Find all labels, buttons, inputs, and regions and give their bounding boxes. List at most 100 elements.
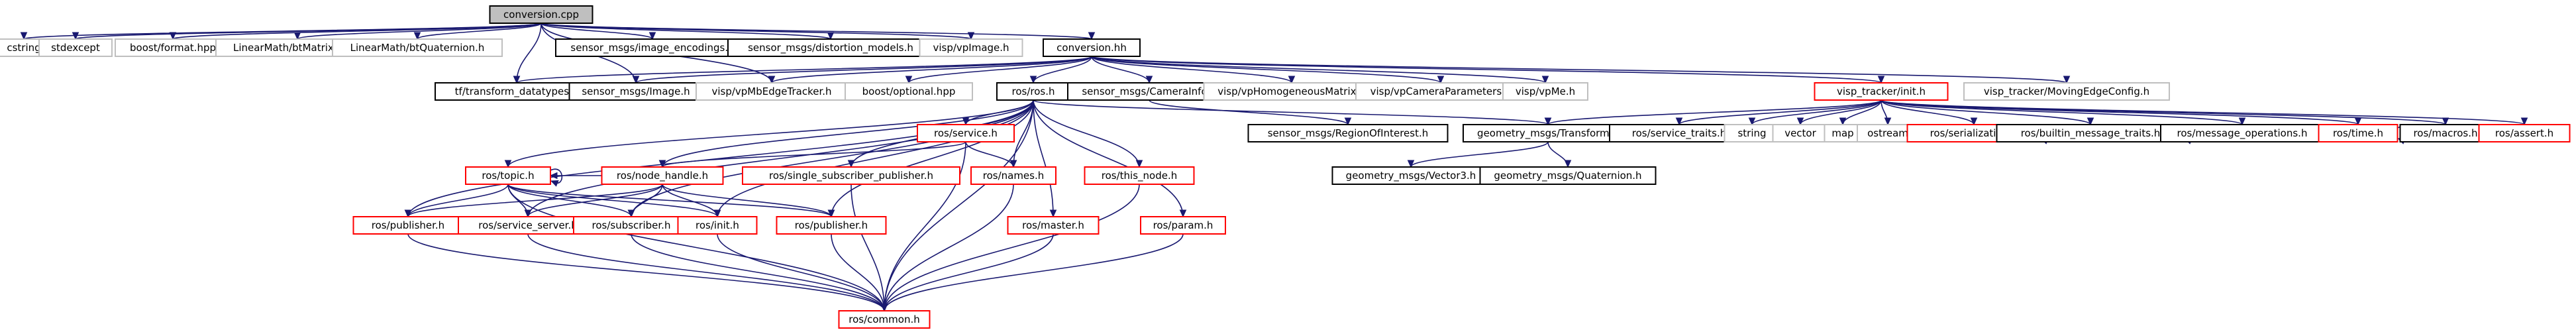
edge-visp_tracker_init-to-geom_transform xyxy=(1544,99,1882,126)
node-visp_tracker_init[interactable]: visp_tracker/init.h xyxy=(1814,82,1949,101)
node-conversion_hh[interactable]: conversion.hh xyxy=(1043,38,1141,57)
node-builtin_message_traits[interactable]: ros/builtin_message_traits.h xyxy=(1996,124,2185,142)
node-string[interactable]: string xyxy=(1724,124,1780,142)
node-label: ros/init.h xyxy=(696,219,739,231)
node-ros_names[interactable]: ros/names.h xyxy=(970,166,1056,185)
edge-line xyxy=(407,184,663,217)
node-subscriber[interactable]: ros/subscriber.h xyxy=(573,216,690,235)
node-conversion_cpp[interactable]: conversion.cpp xyxy=(489,5,593,24)
node-box xyxy=(996,82,1070,101)
edge-line xyxy=(631,99,1034,217)
node-label: ros/master.h xyxy=(1022,219,1084,231)
edge-conversion_hh-to-boost_optional xyxy=(905,56,1092,84)
node-sensor_image[interactable]: sensor_msgs/Image.h xyxy=(568,82,703,101)
edge-node_handle-to-service_server xyxy=(524,184,663,218)
node-vpMe[interactable]: visp/vpMe.h xyxy=(1502,82,1588,101)
edge-line xyxy=(908,56,1092,84)
node-publisher_b[interactable]: ros/publisher.h xyxy=(776,216,887,235)
node-region_of_interest[interactable]: sensor_msgs/RegionOfInterest.h xyxy=(1247,124,1449,142)
node-box xyxy=(2160,124,2324,142)
edge-conversion_cpp-to-vpImage xyxy=(541,23,975,40)
node-box xyxy=(573,216,690,235)
node-ros_init[interactable]: ros/init.h xyxy=(677,216,758,235)
node-this_node[interactable]: ros/this_node.h xyxy=(1084,166,1195,185)
node-geom_vector3[interactable]: geometry_msgs/Vector3.h xyxy=(1331,166,1490,185)
edge-line xyxy=(1033,99,1184,217)
edge-ros_h-to-geom_transform xyxy=(1033,99,1552,126)
node-label: visp_tracker/MovingEdgeConfig.h xyxy=(1984,85,2149,98)
node-ros_time[interactable]: ros/time.h xyxy=(2318,124,2398,142)
node-moving_edge_config[interactable]: visp_tracker/MovingEdgeConfig.h xyxy=(1963,82,2170,101)
edge-arrowhead xyxy=(1877,76,1885,84)
node-label: visp/vpImage.h xyxy=(933,42,1009,54)
edge-line xyxy=(1410,141,1549,168)
node-distortion_models[interactable]: sensor_msgs/distortion_models.h xyxy=(727,38,934,57)
node-label: ros/builtin_message_traits.h xyxy=(2021,127,2161,140)
node-stdexcept[interactable]: stdexcept xyxy=(38,38,113,57)
edge-line xyxy=(884,184,1140,311)
edge-ros_h-to-this_node xyxy=(1033,99,1143,168)
node-geom_quaternion[interactable]: geometry_msgs/Quaternion.h xyxy=(1479,166,1657,185)
node-geom_transform[interactable]: geometry_msgs/Transform.h xyxy=(1463,124,1633,142)
node-ros_topic[interactable]: ros/topic.h xyxy=(465,166,551,185)
edge-arrowhead xyxy=(1049,209,1057,218)
edge-line xyxy=(507,184,885,311)
node-label: ros/param.h xyxy=(1153,219,1213,231)
node-ros_common[interactable]: ros/common.h xyxy=(838,310,931,329)
edge-line xyxy=(662,99,1034,168)
edge-node_handle-to-subscriber xyxy=(627,184,663,218)
edge-arrowhead xyxy=(1796,117,1804,126)
node-vector[interactable]: vector xyxy=(1772,124,1829,142)
node-vpMbEdgeTracker[interactable]: visp/vpMbEdgeTracker.h xyxy=(696,82,848,101)
node-ros_macros[interactable]: ros/macros.h xyxy=(2399,124,2492,142)
edge-visp_tracker_init-to-ros_time xyxy=(1880,99,2362,126)
node-box xyxy=(727,38,934,57)
edge-line xyxy=(662,141,966,168)
edge-ros_param-to-ros_common xyxy=(880,233,1184,312)
node-image_encodings[interactable]: sensor_msgs/image_encodings.h xyxy=(555,38,750,57)
edge-line xyxy=(1091,56,1441,84)
node-btMatrix3x3[interactable]: LinearMath/btMatrix3x3.h xyxy=(215,38,380,57)
edge-line xyxy=(884,184,1014,311)
node-label: ros/names.h xyxy=(983,170,1045,182)
edge-node_handle-to-publisher_b xyxy=(662,184,835,218)
node-vpHomogeneousMatrix[interactable]: visp/vpHomogeneousMatrix.h xyxy=(1203,82,1380,101)
edge-ros_h-to-publisher_a xyxy=(404,99,1034,218)
node-ros_assert[interactable]: ros/assert.h xyxy=(2478,124,2571,142)
node-boost_format[interactable]: boost/format.hpp xyxy=(115,38,231,57)
node-boost_optional[interactable]: boost/optional.hpp xyxy=(845,82,973,101)
node-ros_h[interactable]: ros/ros.h xyxy=(996,82,1070,101)
edge-visp_tracker_init-to-message_operations xyxy=(1880,99,2246,126)
node-box xyxy=(1007,216,1100,235)
node-box xyxy=(1084,166,1195,185)
node-box xyxy=(917,124,1015,142)
node-ros_service[interactable]: ros/service.h xyxy=(917,124,1015,142)
node-node_handle[interactable]: ros/node_handle.h xyxy=(601,166,724,185)
node-message_operations[interactable]: ros/message_operations.h xyxy=(2160,124,2324,142)
edge-conversion_cpp-to-conversion_hh xyxy=(541,23,1096,40)
node-ros_param[interactable]: ros/param.h xyxy=(1140,216,1226,235)
node-label: string xyxy=(1737,127,1766,139)
node-label: ros/assert.h xyxy=(2495,127,2553,139)
node-publisher_a[interactable]: ros/publisher.h xyxy=(352,216,464,235)
edge-arrowhead xyxy=(1970,117,1978,126)
node-box xyxy=(352,216,464,235)
node-map[interactable]: map xyxy=(1824,124,1862,142)
node-box xyxy=(970,166,1056,185)
edge-conversion_hh-to-vpMe xyxy=(1091,56,1549,84)
node-label: conversion.hh xyxy=(1056,42,1127,54)
node-btQuaternion[interactable]: LinearMath/btQuaternion.h xyxy=(332,38,503,57)
node-ros_master[interactable]: ros/master.h xyxy=(1007,216,1100,235)
node-single_sub_pub[interactable]: ros/single_subscriber_publisher.h xyxy=(742,166,960,185)
node-box xyxy=(465,166,551,185)
node-box xyxy=(1203,82,1380,101)
edge-arrowhead xyxy=(1179,209,1187,218)
node-vpCameraParameters[interactable]: visp/vpCameraParameters.h xyxy=(1355,82,1526,101)
node-box xyxy=(1043,38,1141,57)
edge-visp_tracker_init-to-builtin_message_traits xyxy=(1880,99,2094,126)
node-label: geometry_msgs/Vector3.h xyxy=(1346,170,1476,182)
edge-arrowhead xyxy=(550,180,559,187)
node-box xyxy=(845,82,973,101)
node-box xyxy=(1479,166,1657,185)
node-vpImage[interactable]: visp/vpImage.h xyxy=(919,38,1023,57)
